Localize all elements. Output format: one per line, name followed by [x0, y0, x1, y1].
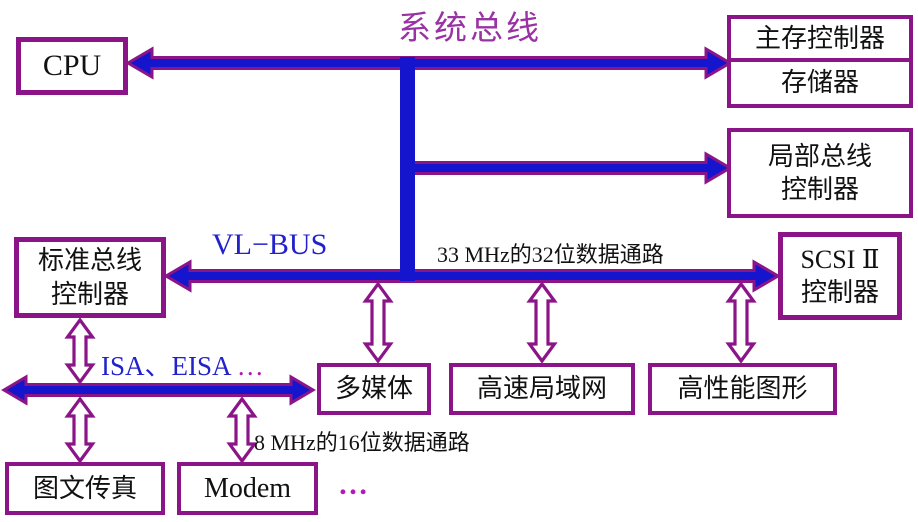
memory-label: 存储器 [780, 68, 859, 98]
vlbus-to-multimedia-connector-arrow [362, 281, 394, 364]
main-memory-controller-box: 主存控制器 [727, 15, 913, 62]
isa-eisa-label: ISA、EISA … [101, 344, 264, 383]
cpu-label: CPU [42, 48, 102, 82]
system-bus-arrow [125, 46, 733, 80]
standard-bus-controller-box: 标准总线 控制器 [14, 237, 166, 318]
fax-label: 图文传真 [32, 473, 137, 503]
local-bus-controller-label-line1: 局部总线 [767, 141, 872, 171]
modem-label: Modem [203, 472, 292, 504]
modem-ellipsis: … [338, 468, 370, 501]
diagram-title: 系统总线 [398, 11, 542, 47]
scsi-controller-label-line2: 控制器 [800, 278, 879, 307]
vl-bus-datapath-label: 33 MHz的32位数据通路 [437, 242, 664, 267]
high-speed-lan-label: 高速局域网 [476, 374, 607, 404]
isa-bus-arrow [1, 374, 316, 406]
cpu-box: CPU [16, 37, 128, 95]
vl-bus-label: VL−BUS [212, 228, 328, 261]
isa-to-modem-connector-arrow [226, 396, 258, 464]
vlbus-to-lan-connector-arrow [526, 281, 558, 364]
modem-box: Modem [177, 462, 318, 515]
isa-datapath-label: 8 MHz的16位数据通路 [254, 430, 470, 455]
high-performance-graphics-box: 高性能图形 [648, 363, 837, 415]
fax-box: 图文传真 [5, 462, 165, 515]
std-bus-to-isa-connector-arrow [64, 317, 96, 385]
standard-bus-controller-label-line1: 标准总线 [37, 246, 142, 276]
isa-eisa-ellipsis: … [230, 351, 264, 381]
local-bus-controller-label-line2: 控制器 [780, 175, 859, 204]
scsi-controller-label-line1: SCSI Ⅱ [800, 244, 880, 274]
isa-to-fax-connector-arrow [64, 396, 96, 464]
memory-box: 存储器 [727, 58, 913, 108]
vertical-bus-trunk [400, 57, 415, 281]
multimedia-label: 多媒体 [334, 374, 413, 404]
scsi-controller-box: SCSI Ⅱ 控制器 [778, 232, 902, 320]
high-performance-graphics-label: 高性能图形 [677, 374, 808, 404]
standard-bus-controller-label-line2: 控制器 [50, 279, 129, 309]
local-bus-controller-box: 局部总线 控制器 [727, 128, 913, 218]
vlbus-to-graphics-connector-arrow [725, 281, 757, 364]
main-memory-controller-label: 主存控制器 [754, 23, 885, 53]
isa-eisa-label-text: ISA、EISA [101, 351, 231, 381]
multimedia-box: 多媒体 [317, 363, 431, 415]
high-speed-lan-box: 高速局域网 [449, 363, 635, 415]
local-bus-branch-arrow [405, 151, 733, 185]
